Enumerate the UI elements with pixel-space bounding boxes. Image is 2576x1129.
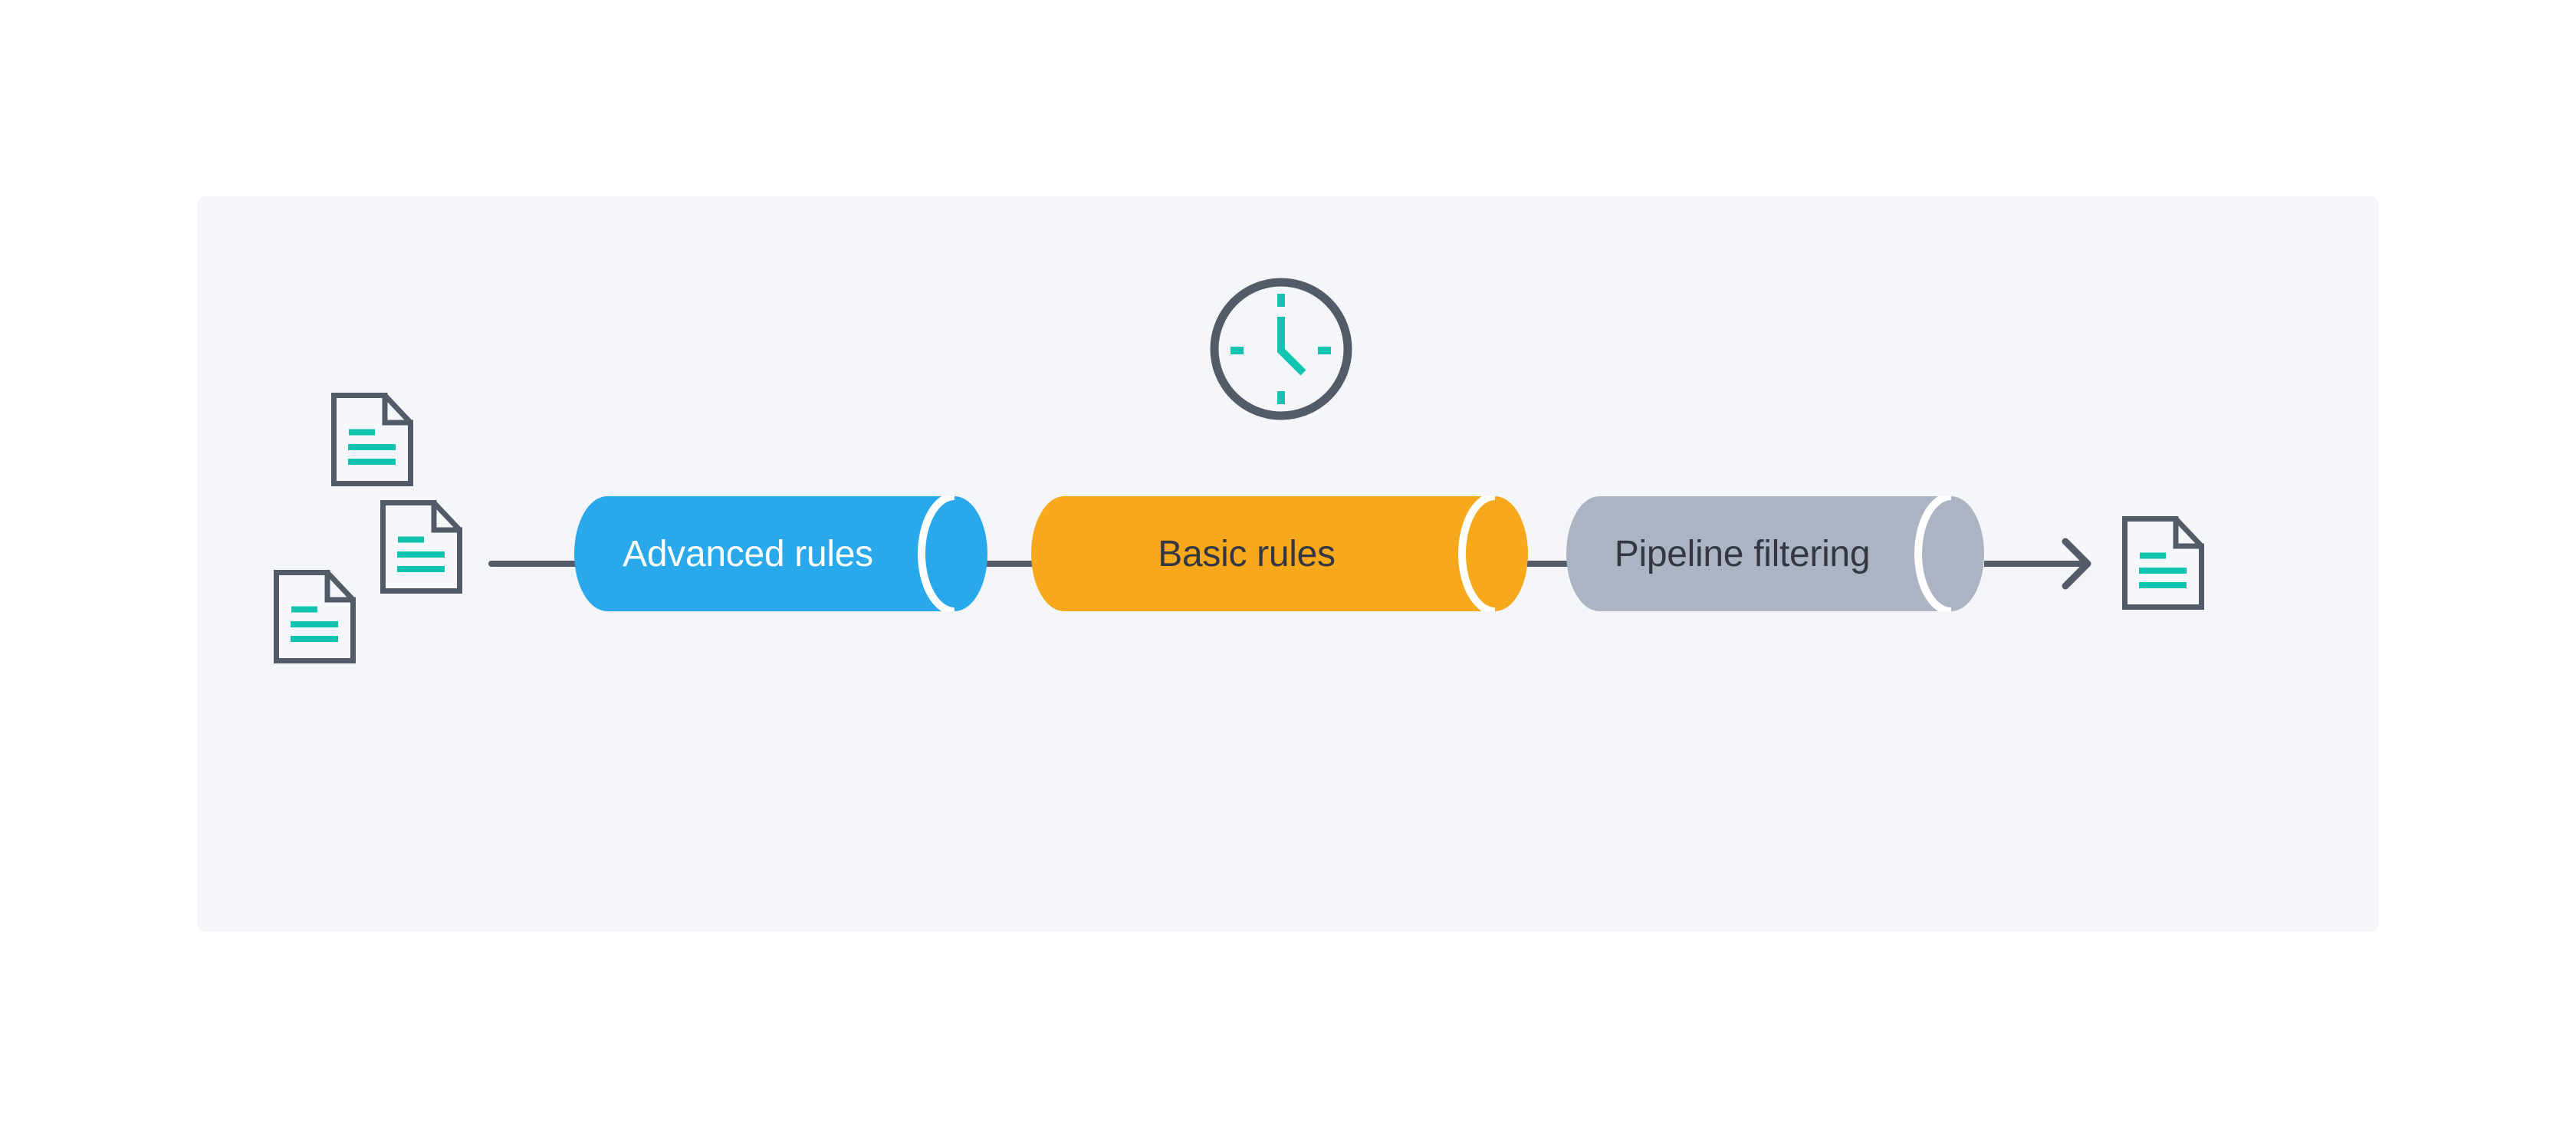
stage-pipeline-filtering: Pipeline filtering <box>1566 496 1984 611</box>
stage-basic-rules: Basic rules <box>1031 496 1528 611</box>
document-icon <box>274 570 356 663</box>
document-icon <box>331 393 413 486</box>
clock-icon <box>1210 278 1352 420</box>
arrow-right-icon <box>2062 538 2091 590</box>
cylinder-shape <box>574 496 987 611</box>
cylinder-shape <box>1566 496 1984 611</box>
cylinder-cap-gap <box>1914 496 1952 611</box>
cylinder-shape <box>1031 496 1528 611</box>
stage-advanced-rules: Advanced rules <box>574 496 987 611</box>
stage-label-advanced-rules: Advanced rules <box>623 533 873 574</box>
document-icon <box>2122 516 2204 610</box>
stage-label-pipeline-filtering: Pipeline filtering <box>1614 533 1871 574</box>
document-icon <box>380 500 462 594</box>
connector-basic-to-pipeline <box>1523 561 1573 567</box>
stage-label-basic-rules: Basic rules <box>1158 533 1336 574</box>
connector-pipeline-to-output <box>1984 561 2084 567</box>
cylinder-cap-gap <box>1458 496 1496 611</box>
connector-input-to-advanced <box>488 561 580 567</box>
cylinder-cap-gap <box>918 496 955 611</box>
connector-advanced-to-basic <box>983 561 1038 567</box>
